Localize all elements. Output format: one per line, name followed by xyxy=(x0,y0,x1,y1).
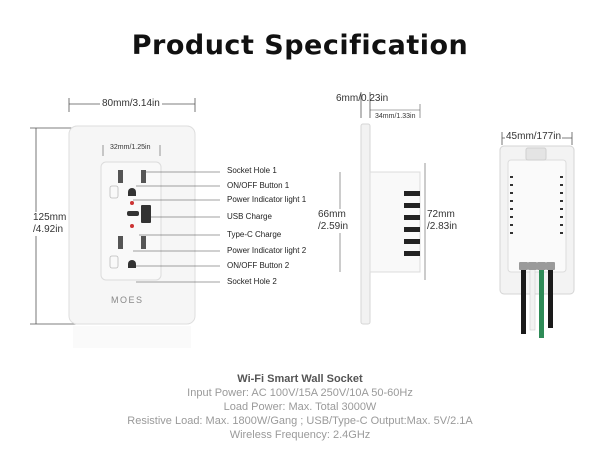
plate-reflection xyxy=(73,326,191,348)
inner-width-dimension xyxy=(102,145,161,156)
socket-1 xyxy=(118,170,146,196)
page-title: Product Specification xyxy=(131,30,469,61)
wire-green xyxy=(539,268,544,338)
label-power-indicator-1: Power Indicator light 1 xyxy=(227,195,307,204)
indicator-light-1 xyxy=(130,201,134,205)
label-power-indicator-2: Power Indicator light 2 xyxy=(227,246,307,255)
side-body-depth-label: 34mm/1.33in xyxy=(375,113,416,120)
wire-white xyxy=(529,267,536,331)
label-on-off-button-2: ON/OFF Button 2 xyxy=(227,261,290,270)
side-depth-label: 6mm/0.23in xyxy=(336,93,389,104)
front-width-label: 80mm/3.14in xyxy=(100,98,162,109)
side-height-right-line1: 72mm xyxy=(427,209,455,220)
label-socket-hole-1: Socket Hole 1 xyxy=(227,166,277,175)
back-clip xyxy=(525,147,547,161)
on-off-button-1 xyxy=(109,185,119,199)
side-height-left-label: 66mm /2.59in xyxy=(318,209,349,233)
side-vents xyxy=(404,191,420,256)
side-height-right-line2: /2.83in xyxy=(427,221,458,232)
wires xyxy=(519,262,555,338)
front-height-line2: /4.92in xyxy=(33,224,64,235)
side-height-left-line2: /2.59in xyxy=(318,221,349,232)
back-body xyxy=(507,159,567,273)
charge-ports xyxy=(127,201,151,228)
spec-resistive-load: Resistive Load: Max. 1800W/Gang ; USB/Ty… xyxy=(127,415,473,427)
back-vent-holes xyxy=(510,176,563,234)
back-width-label: 45mm/177in xyxy=(505,131,563,142)
label-socket-hole-2: Socket Hole 2 xyxy=(227,277,277,286)
side-height-right-label: 72mm /2.83in xyxy=(427,209,458,233)
side-depth-dimension xyxy=(360,92,371,118)
leader-lines xyxy=(133,171,220,283)
label-type-c-charge: Type-C Charge xyxy=(227,230,282,239)
side-body-depth-dimension xyxy=(370,104,421,118)
side-body xyxy=(369,171,421,273)
spec-load-power: Load Power: Max. Total 3000W xyxy=(223,401,377,413)
inner-width-label: 32mm/1.25in xyxy=(110,144,151,151)
indicator-light-2 xyxy=(130,224,134,228)
on-off-button-2 xyxy=(109,255,119,269)
front-height-line1: 125mm xyxy=(33,212,67,223)
socket-2 xyxy=(118,236,146,268)
spec-product-name: Wi-Fi Smart Wall Socket xyxy=(237,373,363,385)
front-module xyxy=(100,161,162,281)
spec-input-power: Input Power: AC 100V/15A 250V/10A 50-60H… xyxy=(187,387,413,399)
wire-black-2 xyxy=(548,268,553,328)
label-on-off-button-1: ON/OFF Button 1 xyxy=(227,181,290,190)
side-height-left-line1: 66mm xyxy=(318,209,346,220)
front-height-label: 125mm /4.92in xyxy=(33,212,67,236)
wire-black xyxy=(521,268,526,334)
spec-block: Wi-Fi Smart Wall Socket Input Power: AC … xyxy=(0,372,600,442)
side-plate xyxy=(360,123,371,325)
spec-wireless-frequency: Wireless Frequency: 2.4GHz xyxy=(229,429,371,441)
label-usb-charge: USB Charge xyxy=(227,212,272,221)
brand-logo: MOES xyxy=(111,295,144,305)
